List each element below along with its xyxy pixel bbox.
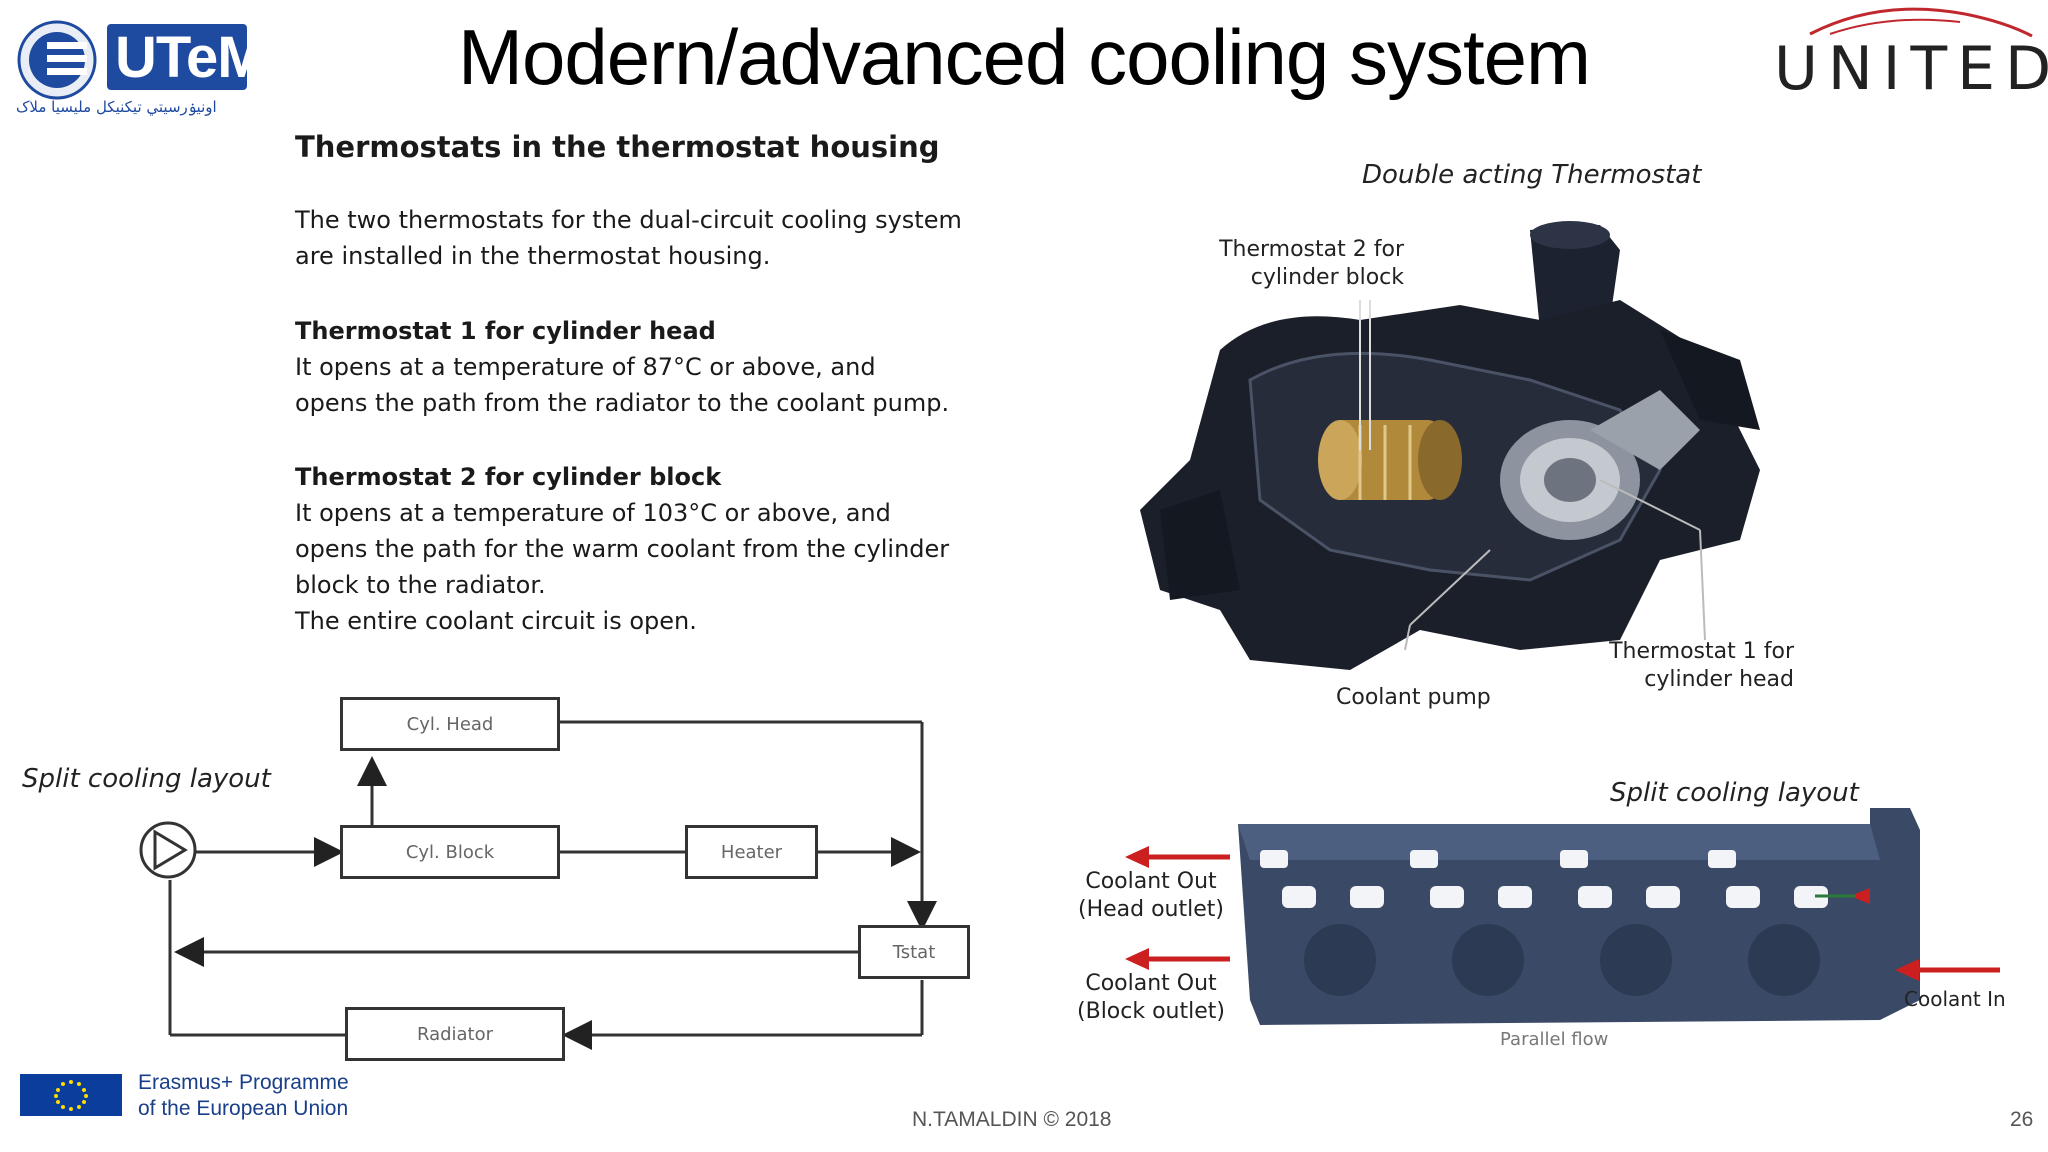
intro-line-2: are installed in the thermostat housing. [295, 242, 771, 270]
box-radiator: Radiator [345, 1007, 565, 1061]
label-coolant-out-block-line-1: Coolant Out [1085, 971, 1217, 996]
united-logo-text: UNITED [1774, 34, 2048, 104]
eu-stars-icon [54, 1080, 88, 1111]
thermostat2-line-4: The entire coolant circuit is open. [295, 607, 697, 635]
box-cyl-block: Cyl. Block [340, 825, 560, 879]
utem-logo-subtext: اونيۏرسيتي تيكنيكل مليسيا ملاک [16, 98, 217, 116]
thermostat2-line-2: opens the path for the warm coolant from… [295, 535, 950, 563]
label-coolant-out-block-line-2: (Block outlet) [1077, 999, 1225, 1024]
arrow-block-outlet [1125, 948, 1230, 970]
page-number: 26 [2010, 1108, 2034, 1131]
label-coolant-out-head-line-2: (Head outlet) [1078, 897, 1224, 922]
block-figure-caption: Split cooling layout [1610, 778, 1859, 808]
box-cyl-head: Cyl. Head [340, 697, 560, 751]
erasmus-text: Erasmus+ Programme of the European Union [138, 1070, 349, 1122]
label-coolant-out-head: Coolant Out (Head outlet) [1068, 868, 1234, 924]
flow-diagram-lines [139, 720, 937, 1050]
flow-diagram-caption: Split cooling layout [22, 764, 271, 794]
text-heading: Thermostats in the thermostat housing [295, 130, 940, 164]
united-swoosh-icon [1809, 7, 2033, 38]
thermostat1-line-1: It opens at a temperature of 87°C or abo… [295, 353, 876, 381]
label-thermostat2-line-2: cylinder block [1250, 265, 1404, 290]
thermostat1-paragraph: Thermostat 1 for cylinder head It opens … [295, 313, 1035, 421]
eu-flag [20, 1074, 122, 1116]
box-tstat: Tstat [858, 925, 970, 979]
label-coolant-in: Coolant In [1904, 987, 2006, 1011]
author-credit: N.TAMALDIN © 2018 [912, 1108, 1112, 1131]
erasmus-line-2: of the European Union [138, 1097, 349, 1120]
label-parallel-flow: Parallel flow [1500, 1029, 1609, 1050]
label-coolant-pump: Coolant pump [1336, 685, 1491, 710]
thermostat-figure-caption: Double acting Thermostat [1362, 160, 1702, 190]
arrow-coolant-in [1895, 959, 2000, 981]
label-thermostat1-line-1: Thermostat 1 for [1609, 639, 1794, 664]
label-thermostat2-line-1: Thermostat 2 for [1219, 237, 1404, 262]
utem-emblem-icon [17, 20, 247, 100]
box-heater: Heater [685, 825, 818, 879]
united-logo: UNITED [1770, 4, 2048, 104]
thermostat1-title: Thermostat 1 for cylinder head [295, 317, 716, 345]
intro-paragraph: The two thermostats for the dual-circuit… [295, 202, 1015, 274]
thermostat2-line-1: It opens at a temperature of 103°C or ab… [295, 499, 891, 527]
page-title: Modern/advanced cooling system [458, 13, 1591, 101]
utem-logo: UTeM اونيۏرسيتي تيكنيكل مليسيا ملاک [12, 10, 266, 120]
label-coolant-out-head-line-1: Coolant Out [1085, 869, 1217, 894]
erasmus-line-1: Erasmus+ Programme [138, 1071, 349, 1094]
utem-logo-text: UTeM [115, 25, 266, 90]
label-thermostat2: Thermostat 2 for cylinder block [1204, 236, 1404, 292]
label-thermostat1-line-2: cylinder head [1644, 667, 1794, 692]
intro-line-1: The two thermostats for the dual-circuit… [295, 206, 962, 234]
arrow-head-outlet [1125, 846, 1230, 868]
label-thermostat1: Thermostat 1 for cylinder head [1580, 638, 1794, 694]
thermostat-housing-illustration [1140, 221, 1760, 670]
thermostat2-paragraph: Thermostat 2 for cylinder block It opens… [295, 459, 1035, 639]
label-coolant-out-block: Coolant Out (Block outlet) [1068, 970, 1234, 1026]
thermostat1-line-2: opens the path from the radiator to the … [295, 389, 950, 417]
thermostat2-line-3: block to the radiator. [295, 571, 546, 599]
thermostat2-title: Thermostat 2 for cylinder block [295, 463, 722, 491]
engine-block-illustration [1238, 808, 1920, 1025]
